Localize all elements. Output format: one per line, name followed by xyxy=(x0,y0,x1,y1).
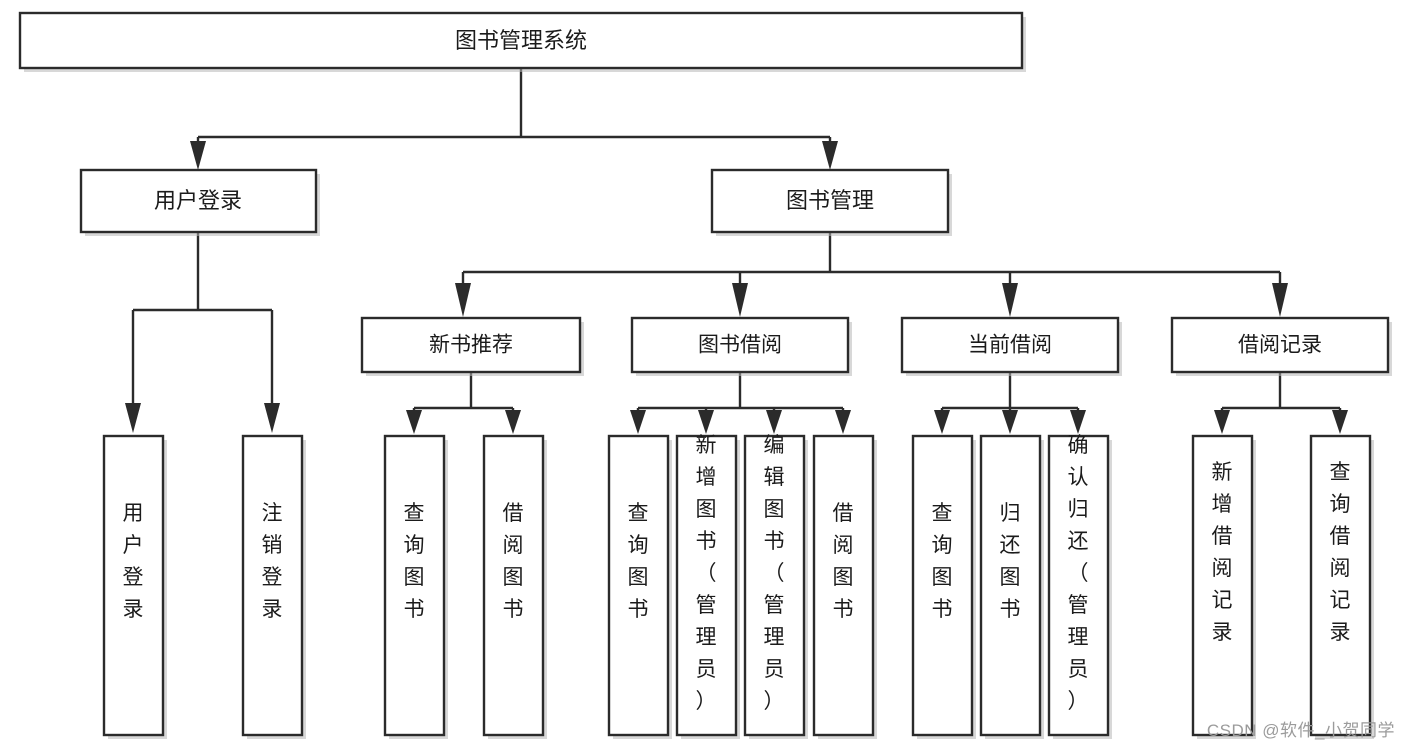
leaf-box[interactable] xyxy=(1191,434,1254,737)
leaf-label: 查询图书 xyxy=(404,502,425,621)
node-current-borrow[interactable]: 当前借阅 xyxy=(900,316,1122,376)
leaf-label: 新增借阅记录 xyxy=(1212,461,1233,644)
csdn-watermark: CSDN @软件_小贺同学 xyxy=(1206,721,1395,740)
leaf-book-borrow-4[interactable]: 借阅图书 xyxy=(812,434,877,739)
user-login-label: 用户登录 xyxy=(154,188,242,213)
borrow-record-box[interactable] xyxy=(1170,316,1390,374)
user-login-box[interactable] xyxy=(79,168,318,234)
arrow-to-new-book xyxy=(455,283,471,317)
arrow-bookborrow-leaf-3 xyxy=(766,410,782,434)
leaf-borrow-record-2[interactable]: 查询借阅记录 xyxy=(1309,434,1374,739)
leaf-box[interactable] xyxy=(102,434,165,737)
arrow-currentborrow-leaf-2 xyxy=(1002,410,1018,434)
leaf-label: 查询图书 xyxy=(932,502,953,621)
arrow-newbook-leaf-2 xyxy=(505,410,521,434)
book-management-box[interactable] xyxy=(710,168,950,234)
node-book-borrow[interactable]: 图书借阅 xyxy=(630,316,852,376)
root-label: 图书管理系统 xyxy=(455,28,587,53)
leaf-box[interactable] xyxy=(1047,434,1110,737)
leaf-label: 编辑图书（管理员） xyxy=(764,434,785,713)
root-box[interactable] xyxy=(18,11,1024,70)
arrow-currentborrow-leaf-1 xyxy=(934,410,950,434)
arrow-to-book-borrow xyxy=(732,283,748,317)
leaf-label: 查询借阅记录 xyxy=(1330,461,1351,644)
leaf-label: 新增图书（管理员） xyxy=(696,434,717,713)
leaf-borrow-record-1[interactable]: 新增借阅记录 xyxy=(1191,434,1256,739)
arrow-borrowrecord-leaf-1 xyxy=(1214,410,1230,434)
arrow-bookborrow-leaf-2 xyxy=(698,410,714,434)
arrow-currentborrow-leaf-3 xyxy=(1070,410,1086,434)
current-borrow-box[interactable] xyxy=(900,316,1120,374)
leaf-box[interactable] xyxy=(383,434,446,737)
leaf-label: 借阅图书 xyxy=(833,502,854,621)
leaf-box[interactable] xyxy=(607,434,670,737)
book-borrow-label: 图书借阅 xyxy=(698,334,782,357)
leaf-current-borrow-1[interactable]: 查询图书 xyxy=(911,434,976,739)
leaf-label: 借阅图书 xyxy=(503,502,524,621)
leaf-label: 查询图书 xyxy=(628,502,649,621)
leaf-box[interactable] xyxy=(241,434,304,737)
leaf-box[interactable] xyxy=(812,434,875,737)
leaf-label: 注销登录 xyxy=(262,502,283,621)
arrow-to-borrow-record xyxy=(1272,283,1288,317)
leaf-book-borrow-3[interactable]: 编辑图书（管理员） xyxy=(743,434,808,739)
node-borrow-record[interactable]: 借阅记录 xyxy=(1170,316,1392,376)
current-borrow-label: 当前借阅 xyxy=(968,334,1052,357)
new-book-recommend-box[interactable] xyxy=(360,316,582,374)
leaf-user-login-2[interactable]: 注销登录 xyxy=(241,434,306,739)
node-user-login[interactable]: 用户登录 xyxy=(79,168,320,236)
arrow-to-book-mgmt xyxy=(822,141,838,170)
leaf-new-book-1[interactable]: 查询图书 xyxy=(383,434,448,739)
node-book-management[interactable]: 图书管理 xyxy=(710,168,952,236)
arrow-bookborrow-leaf-1 xyxy=(630,410,646,434)
arrow-userlogin-leaf-1 xyxy=(125,403,141,433)
new-book-recommend-label: 新书推荐 xyxy=(429,334,513,357)
leaf-label: 确认归还（管理员） xyxy=(1068,434,1089,713)
leaf-user-login-1[interactable]: 用户登录 xyxy=(102,434,167,739)
node-new-book-recommend[interactable]: 新书推荐 xyxy=(360,316,584,376)
book-management-label: 图书管理 xyxy=(786,188,874,213)
leaf-box[interactable] xyxy=(1309,434,1372,737)
leaf-current-borrow-2[interactable]: 归还图书 xyxy=(979,434,1044,739)
node-root[interactable]: 图书管理系统 xyxy=(18,11,1026,72)
leaf-label: 用户登录 xyxy=(123,502,144,621)
leaf-label: 归还图书 xyxy=(1000,502,1021,621)
borrow-record-label: 借阅记录 xyxy=(1238,334,1322,357)
leaf-box[interactable] xyxy=(911,434,974,737)
arrow-to-current-borrow xyxy=(1002,283,1018,317)
leaf-current-borrow-3[interactable]: 确认归还（管理员） xyxy=(1047,434,1112,739)
arrow-newbook-leaf-1 xyxy=(406,410,422,434)
leaf-book-borrow-2[interactable]: 新增图书（管理员） xyxy=(675,434,740,739)
leaf-box[interactable] xyxy=(979,434,1042,737)
arrow-to-user-login xyxy=(190,141,206,170)
arrow-bookborrow-leaf-4 xyxy=(835,410,851,434)
leaf-box[interactable] xyxy=(743,434,806,737)
arrow-userlogin-leaf-2 xyxy=(264,403,280,433)
book-borrow-box[interactable] xyxy=(630,316,850,374)
leaf-book-borrow-1[interactable]: 查询图书 xyxy=(607,434,672,739)
leaf-box[interactable] xyxy=(675,434,738,737)
leaf-box[interactable] xyxy=(482,434,545,737)
leaf-new-book-2[interactable]: 借阅图书 xyxy=(482,434,547,739)
arrow-borrowrecord-leaf-2 xyxy=(1332,410,1348,434)
connector-layer xyxy=(125,68,1348,434)
